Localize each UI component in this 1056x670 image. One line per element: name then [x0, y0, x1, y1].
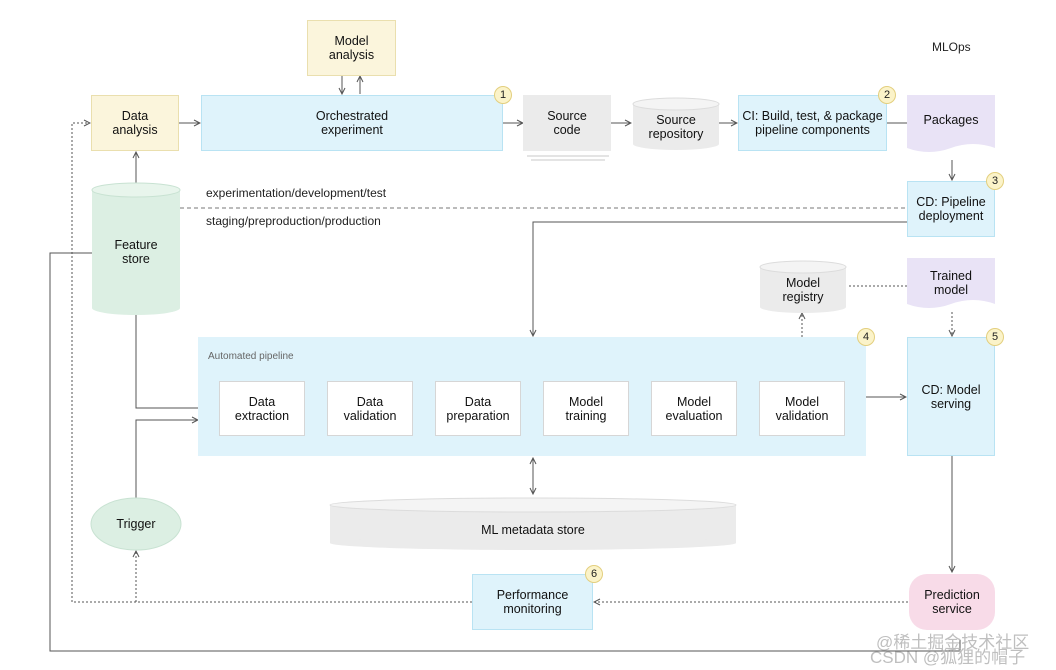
- diagram-title: MLOps: [932, 40, 971, 54]
- badge-5: 5: [986, 328, 1004, 346]
- cd-model-serving-box: CD: Model serving: [907, 337, 995, 456]
- pipeline-step-model-validation: Model validation: [759, 381, 845, 436]
- feature-store-shape: [91, 182, 181, 315]
- source-repository-label: Source repository: [648, 113, 704, 141]
- ml-metadata-store-label: ML metadata store: [481, 523, 585, 537]
- feature-store-label: Feature store: [114, 238, 158, 266]
- badge-4: 4: [857, 328, 875, 346]
- badge-6: 6: [585, 565, 603, 583]
- model-registry-shape: [759, 260, 847, 313]
- ci-build-box: CI: Build, test, & package pipeline comp…: [738, 95, 887, 151]
- performance-monitoring-box: Performance monitoring: [472, 574, 593, 630]
- watermark-overlay-text: @稀土掘金技术社区: [876, 633, 1030, 652]
- source-repository-shape: [632, 97, 720, 150]
- pipeline-step-data-preparation: Data preparation: [435, 381, 521, 436]
- badge-3: 3: [986, 172, 1004, 190]
- divider-upper-label: experimentation/development/test: [206, 186, 387, 200]
- divider-lower-label: staging/preproduction/production: [206, 214, 381, 228]
- pipeline-step-data-validation: Data validation: [327, 381, 413, 436]
- orchestrated-experiment-box: Orchestrated experiment: [201, 95, 503, 151]
- packages-shape: [907, 95, 995, 152]
- trigger-label: Trigger: [116, 517, 156, 531]
- model-analysis-box: Model analysis: [307, 20, 396, 76]
- automated-pipeline-container: Automated pipeline: [198, 337, 866, 456]
- pipeline-step-model-training: Model training: [543, 381, 629, 436]
- trained-model-label: Trained model: [930, 269, 972, 297]
- cd-pipeline-box: CD: Pipeline deployment: [907, 181, 995, 237]
- model-registry-label: Model registry: [782, 276, 824, 304]
- watermark-text: CSDN @狐狸的帽子: [870, 648, 1026, 667]
- prediction-service-box: Prediction service: [909, 574, 995, 630]
- badge-2: 2: [878, 86, 896, 104]
- pipeline-step-model-evaluation: Model evaluation: [651, 381, 737, 436]
- trigger-shape: [90, 497, 182, 551]
- metadata-store-shape: [329, 497, 737, 550]
- packages-label: Packages: [923, 113, 979, 127]
- source-code-box: Source code: [523, 95, 611, 151]
- badge-1: 1: [494, 86, 512, 104]
- automated-pipeline-label: Automated pipeline: [208, 351, 294, 362]
- trained-model-shape: [907, 258, 995, 308]
- pipeline-step-data-extraction: Data extraction: [219, 381, 305, 436]
- data-analysis-box: Data analysis: [91, 95, 179, 151]
